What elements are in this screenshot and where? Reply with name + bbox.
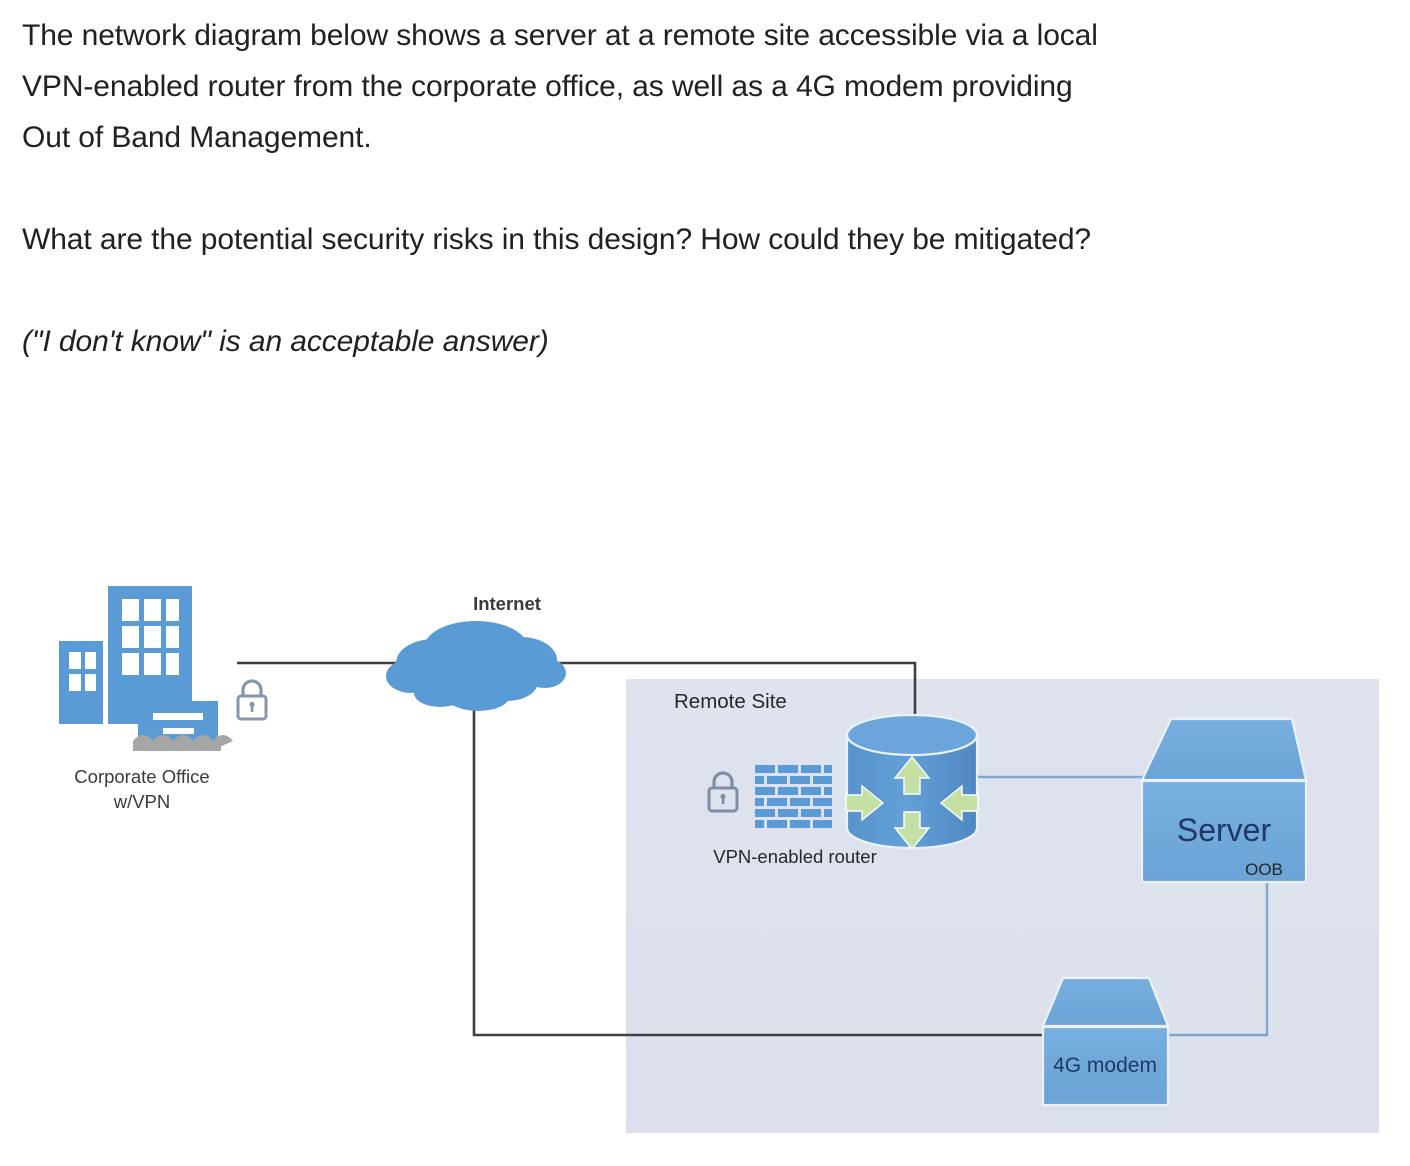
server-label: Server xyxy=(1177,812,1272,848)
corporate-office-label-line2: w/VPN xyxy=(113,791,171,812)
cloud-icon xyxy=(386,621,566,711)
link-internet-to-4g-modem xyxy=(472,706,1043,1037)
question-text-block: The network diagram below shows a server… xyxy=(22,10,1410,367)
question-paragraph3: ("I don't know" is an acceptable answer) xyxy=(22,325,549,358)
modem-node[interactable]: 4G modem xyxy=(1041,976,1170,1107)
router-cylinder-icon xyxy=(845,713,979,851)
question-paragraph1-line3: Out of Band Management. xyxy=(22,121,372,154)
question-paragraph1-line1: The network diagram below shows a server… xyxy=(22,19,1098,52)
server-top-trapezoid xyxy=(1140,717,1308,782)
padlock-icon-corporate xyxy=(236,679,268,721)
brick-wall-firewall-icon xyxy=(755,765,832,828)
office-buildings-icon xyxy=(59,586,233,751)
corporate-office-label-line1: Corporate Office xyxy=(74,766,209,787)
server-node[interactable]: Server OOB xyxy=(1140,717,1308,884)
modem-top-trapezoid xyxy=(1041,976,1170,1028)
link-internet-to-vpn-router xyxy=(552,661,917,727)
vpn-router-label: VPN-enabled router xyxy=(713,846,877,867)
padlock-icon-router xyxy=(707,771,739,813)
remote-site-label: Remote Site xyxy=(674,690,787,713)
link-server-oob-to-4g-modem xyxy=(1168,882,1269,1037)
modem-body xyxy=(1041,1025,1170,1107)
internet-label: Internet xyxy=(473,593,541,614)
modem-label: 4G modem xyxy=(1053,1054,1157,1077)
corporate-office-node[interactable]: Corporate Office w/VPN xyxy=(59,586,268,812)
question-paragraph1-line2: VPN-enabled router from the corporate of… xyxy=(22,70,1073,103)
internet-node[interactable]: Internet xyxy=(386,593,566,711)
server-oob-sublabel: OOB xyxy=(1245,860,1283,879)
vpn-router-node[interactable]: VPN-enabled router xyxy=(707,713,979,867)
server-body xyxy=(1140,779,1308,884)
question-paragraph2: What are the potential security risks in… xyxy=(22,223,1092,256)
